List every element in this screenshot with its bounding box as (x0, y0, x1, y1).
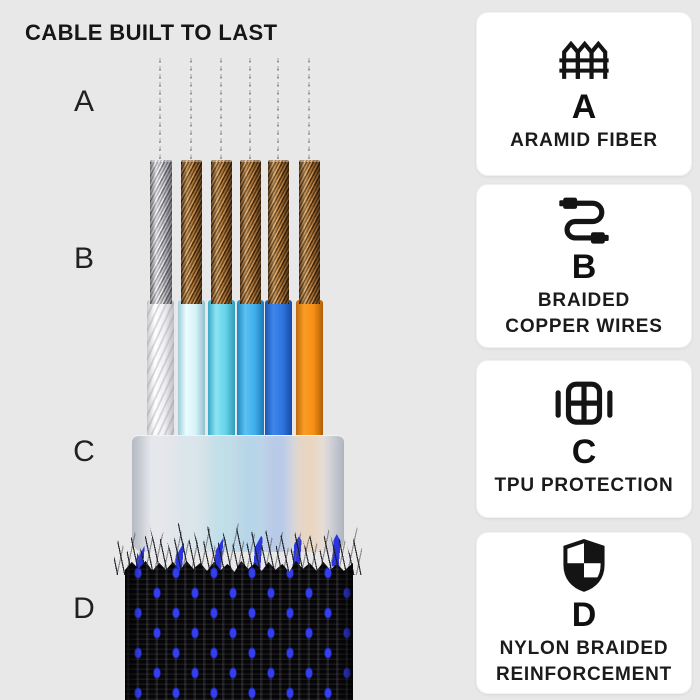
aramid-fiber-strand (190, 58, 192, 164)
card-letter: D (571, 595, 597, 634)
insulated-wire-cyan (208, 300, 235, 446)
braided-wire-copper (211, 160, 232, 304)
braided-wire-copper (181, 160, 202, 304)
usb-cable-icon (556, 192, 612, 244)
layer-marker-c: C (73, 435, 95, 468)
aramid-fiber-strand (277, 58, 279, 164)
checkered-shield-icon (561, 538, 607, 592)
card-letter: B (571, 247, 597, 286)
aramid-fiber-strand (308, 58, 310, 164)
insulated-wire-pale-blue (178, 300, 205, 446)
card-label-line: COPPER WIRES (505, 316, 663, 338)
card-nylon-braided-reinforcement: D NYLON BRAIDED REINFORCEMENT (476, 532, 692, 694)
nylon-braided-jacket (125, 561, 353, 700)
card-label: TPU PROTECTION (494, 473, 673, 499)
braided-wire-copper (268, 160, 289, 304)
card-tpu-protection: C TPU PROTECTION (476, 360, 692, 518)
card-label-line: TPU PROTECTION (494, 475, 674, 497)
card-letter: C (571, 432, 597, 471)
insulated-wire-white (147, 300, 174, 446)
card-label: ARAMID FIBER (510, 128, 658, 154)
braided-wire-copper (299, 160, 320, 304)
layer-marker-d: D (73, 592, 95, 625)
cable-cross-section-icon (552, 379, 616, 429)
card-letter: A (571, 87, 597, 126)
layer-marker-b: B (73, 242, 94, 275)
insulated-wire-sky-blue (237, 300, 264, 446)
card-label-line: ARAMID FIBER (510, 130, 658, 152)
page-title: CABLE BUILT TO LAST (25, 20, 278, 45)
aramid-fiber-strand (220, 58, 222, 164)
insulated-wire-blue (265, 300, 292, 446)
aramid-fiber-strand (159, 58, 161, 164)
aramid-fiber-strand (249, 58, 251, 164)
card-braided-copper-wires: B BRAIDED COPPER WIRES (476, 184, 692, 348)
braided-wire-copper (240, 160, 261, 304)
layer-marker-a: A (73, 85, 94, 118)
picket-fence-icon (558, 34, 610, 84)
card-label: NYLON BRAIDED REINFORCEMENT (496, 636, 672, 688)
card-aramid-fiber: A ARAMID FIBER (476, 12, 692, 176)
card-label-line: REINFORCEMENT (495, 664, 673, 686)
card-label-line: NYLON BRAIDED (499, 637, 669, 659)
card-label-line: BRAIDED (537, 289, 631, 311)
braided-wire-silver (150, 160, 172, 304)
card-label: BRAIDED COPPER WIRES (505, 288, 662, 340)
insulated-wire-orange (296, 300, 323, 446)
